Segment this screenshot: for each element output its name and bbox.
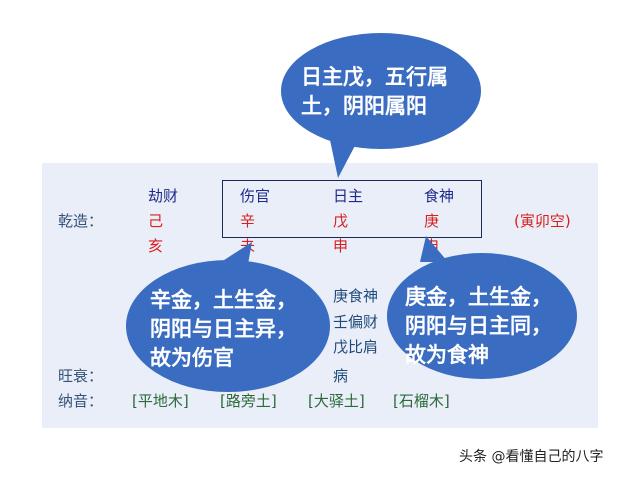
top-bubble-shape (281, 33, 481, 178)
top-bubble-line-2: 土，阴阳属阳 (301, 94, 427, 118)
ten-god-hour: 食神 (424, 187, 455, 205)
left-bubble-line-1: 辛金，土生金， (150, 288, 297, 312)
wangshuai-label: 旺衰： (58, 367, 104, 385)
nayin-year: [平地木] (132, 392, 189, 410)
right-bubble-line-2: 阴阳与日主同， (405, 314, 552, 338)
ten-god-day: 日主 (333, 187, 364, 205)
left-bubble-line-3: 故为伤官 (150, 346, 234, 370)
ten-god-year: 劫财 (148, 187, 179, 205)
kongwang-note: (寅卯空) (514, 212, 571, 230)
stem-hour: 庚 (424, 212, 440, 230)
qianzao-label: 乾造： (58, 212, 104, 230)
stem-day: 戊 (333, 212, 349, 230)
top-bubble-line-1: 日主戊，五行属 (301, 65, 448, 89)
highlight-frame (222, 180, 482, 238)
hidden-stem-day-2: 壬偏财 (333, 313, 379, 331)
left-bubble-shape (126, 242, 330, 392)
stem-month: 辛 (240, 212, 256, 230)
right-bubble-shape (387, 236, 577, 379)
watermark: 头条 @看懂自己的八字 (459, 449, 604, 465)
left-bubble-line-2: 阴阳与日主异， (150, 317, 297, 341)
nayin-hour: [石榴木] (393, 392, 450, 410)
branch-day: 申 (333, 237, 349, 255)
hidden-stem-day-3: 戊比肩 (333, 338, 379, 356)
nayin-day: [大驿土] (308, 392, 365, 410)
wangshuai-day: 病 (333, 367, 349, 385)
stem-year: 己 (148, 212, 164, 230)
right-bubble-line-1: 庚金，土生金， (405, 285, 552, 309)
nayin-month: [路旁土] (220, 392, 277, 410)
ten-god-month: 伤官 (240, 187, 271, 205)
nayin-label: 纳音： (58, 392, 104, 410)
hidden-stem-day-1: 庚食神 (333, 287, 379, 305)
branch-year: 亥 (148, 237, 164, 255)
right-bubble-line-3: 故为食神 (405, 343, 489, 367)
